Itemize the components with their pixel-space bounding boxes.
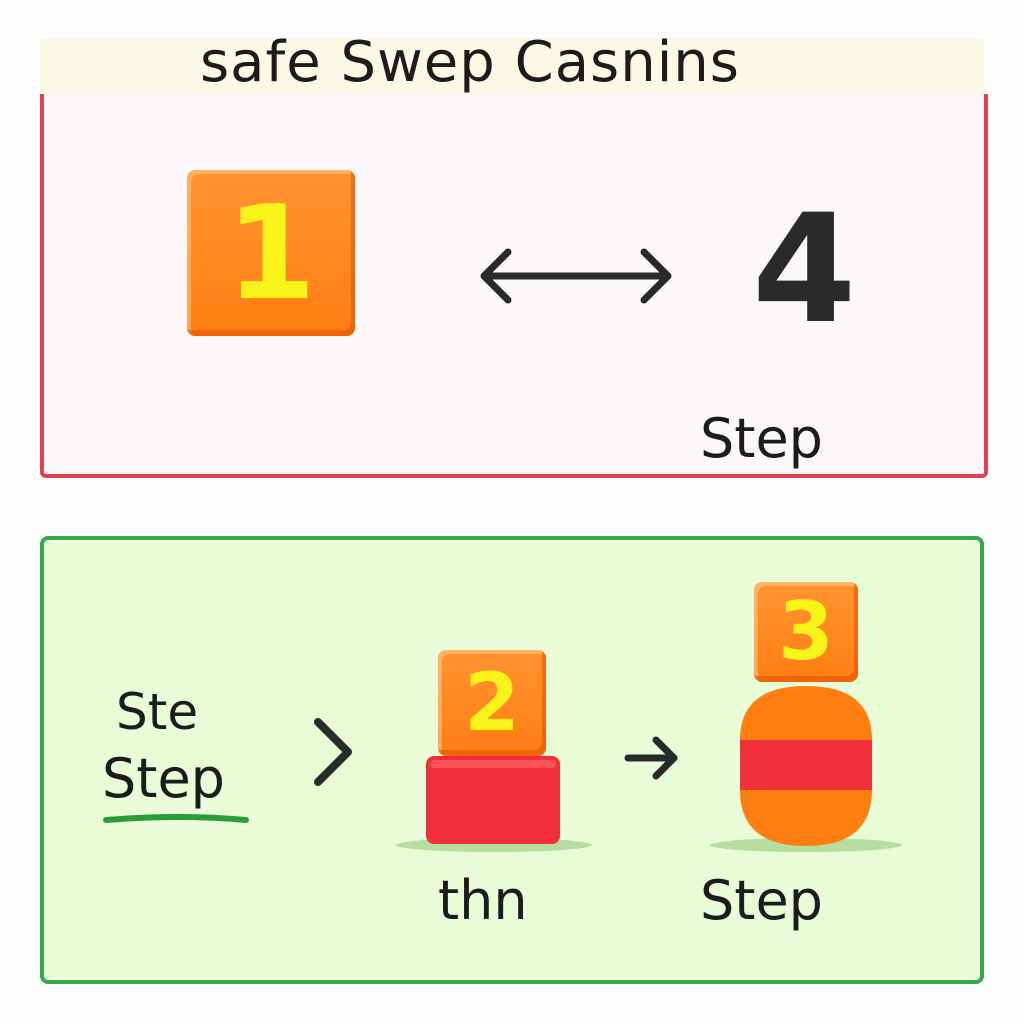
step-label-top: Step bbox=[700, 407, 823, 470]
page-title: safe Swep Casnins bbox=[200, 30, 740, 95]
block2-label: thn bbox=[438, 869, 528, 932]
double-arrow-icon bbox=[480, 248, 672, 304]
underline bbox=[103, 814, 249, 823]
number-block-1: 1 bbox=[187, 170, 355, 336]
title-bar bbox=[40, 38, 984, 96]
number-block-2: 2 bbox=[438, 650, 546, 756]
left-label-top: Ste bbox=[116, 683, 199, 741]
arrow-right-icon bbox=[624, 736, 678, 780]
red-base-block bbox=[426, 756, 560, 844]
block3-label: Step bbox=[700, 869, 823, 932]
capsule-stack bbox=[740, 686, 872, 846]
number-block-3: 3 bbox=[754, 582, 858, 682]
chevron-right-icon bbox=[314, 718, 352, 786]
left-label-bottom: Step bbox=[102, 747, 225, 810]
target-number: 4 bbox=[752, 183, 857, 357]
